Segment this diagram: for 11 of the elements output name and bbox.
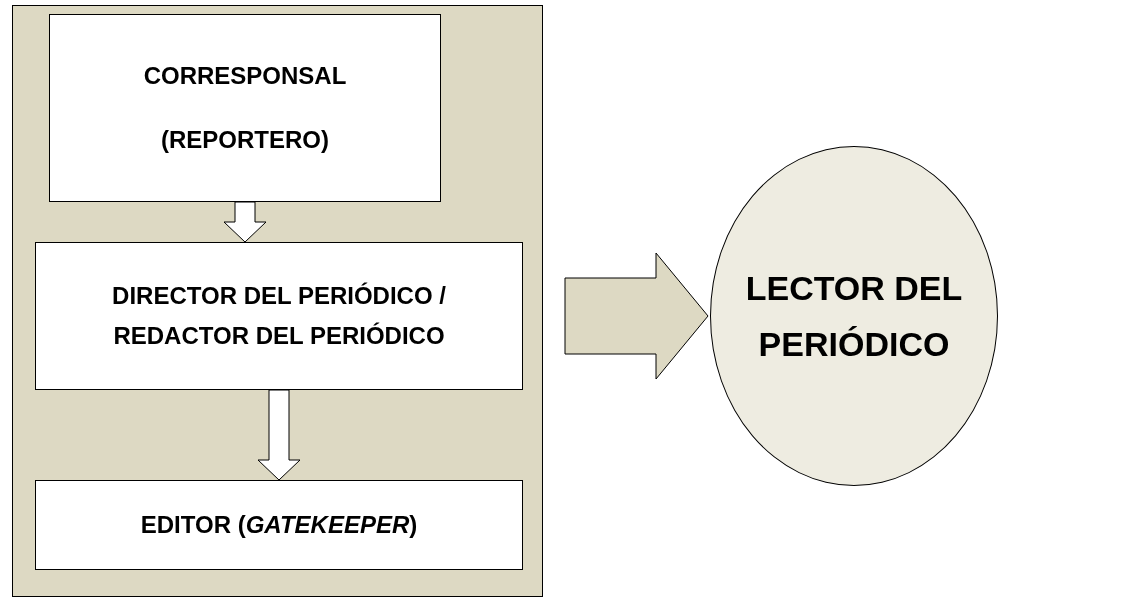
node-label: EDITOR (GATEKEEPER): [140, 510, 418, 540]
block-arrow: [257, 389, 301, 481]
node-label: CORRESPONSAL (REPORTERO): [142, 61, 348, 155]
node-label: DIRECTOR DEL PERIÓDICO / REDACTOR DEL PERIÓDICO: [111, 281, 447, 351]
panel: [12, 5, 543, 597]
process-box: [35, 242, 523, 390]
block-arrow: [223, 201, 267, 243]
process-box: [35, 480, 523, 570]
process-box: [49, 14, 441, 202]
node-label: LECTOR DEL PERIÓDICO: [744, 268, 964, 365]
block-arrow: [564, 252, 709, 380]
